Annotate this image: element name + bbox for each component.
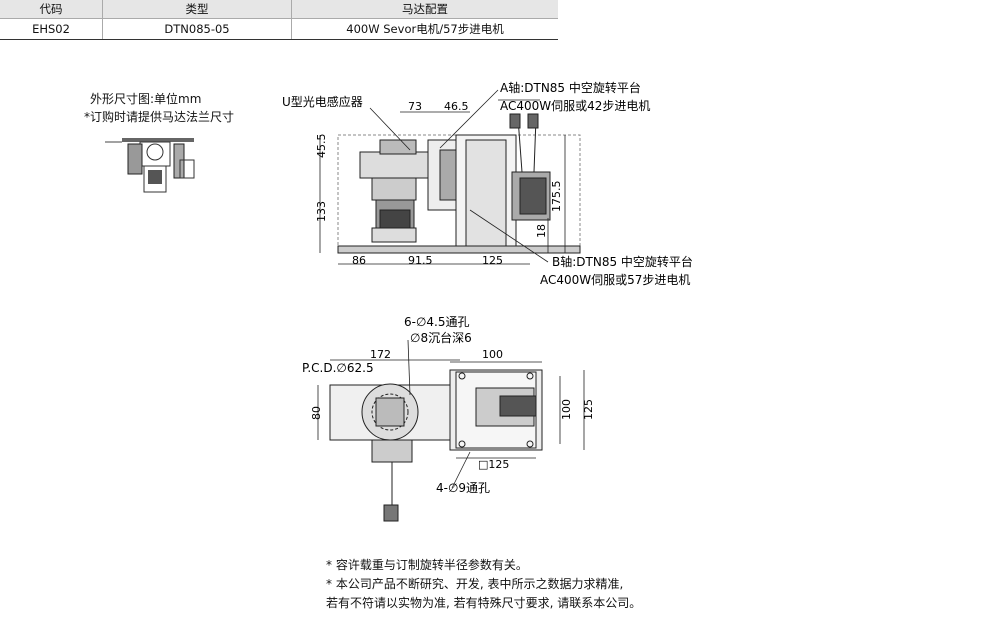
footnote-1: * 容许载重与订制旋转半径参数有关。 (326, 558, 528, 572)
cell-type: DTN085-05 (102, 18, 292, 40)
dim-91-5: 91.5 (408, 254, 433, 267)
assembly-thumbnail (105, 138, 195, 193)
sensor-label: U型光电感应器 (282, 94, 363, 109)
footnote-3: 若有不符请以实物为准, 若有特殊尺寸要求, 请联系本公司。 (326, 596, 642, 610)
dim-18: 18 (535, 224, 548, 238)
header-type: 类型 (102, 0, 292, 19)
dim-133: 133 (315, 201, 328, 222)
footnotes: * 容许载重与订制旋转半径参数有关。 * 本公司产品不断研究、开发, 表中所示之… (326, 556, 641, 613)
dim-175-5: 175.5 (550, 181, 563, 213)
unit-note: 外形尺寸图:单位mm (90, 92, 202, 106)
cell-motor: 400W Sevor电机/57步进电机 (291, 18, 558, 40)
dim-86: 86 (352, 254, 366, 267)
order-note: *订购时请提供马达法兰尺寸 (84, 110, 235, 124)
header-code: 代码 (0, 0, 103, 19)
dim-45-5: 45.5 (315, 134, 328, 159)
dim-100-top: 100 (482, 348, 503, 361)
holes-note-1: 6-∅4.5通孔 (404, 315, 470, 329)
holes-note-2: ∅8沉台深6 (410, 330, 472, 345)
dim-100-right: 100 (560, 399, 573, 420)
table-header-row: 代码 类型 马达配置 (0, 0, 558, 19)
dim-46-5: 46.5 (444, 100, 469, 113)
dim-73: 73 (408, 100, 422, 113)
spec-table: 代码 类型 马达配置 EHS02 DTN085-05 400W Sevor电机/… (0, 0, 558, 40)
dim-125-right: 125 (582, 399, 595, 420)
cell-code: EHS02 (0, 18, 103, 40)
table-row: EHS02 DTN085-05 400W Sevor电机/57步进电机 (0, 18, 558, 40)
dim-125-square: □125 (478, 458, 509, 471)
axis-b-line1: B轴:DTN85 中空旋转平台 (552, 254, 693, 269)
axis-a-line2: AC400W伺服或42步进电机 (500, 99, 650, 113)
dim-80: 80 (310, 406, 323, 420)
dim-125: 125 (482, 254, 503, 267)
pcd-label: P.C.D.∅62.5 (302, 361, 374, 375)
axis-b-line2: AC400W伺服或57步进电机 (540, 273, 690, 287)
holes-note-3: 4-∅9通孔 (436, 481, 490, 495)
footnote-2: * 本公司产品不断研究、开发, 表中所示之数据力求精准, (326, 577, 624, 591)
axis-a-line1: A轴:DTN85 中空旋转平台 (500, 80, 641, 95)
header-motor: 马达配置 (291, 0, 558, 19)
dim-172: 172 (370, 348, 391, 361)
